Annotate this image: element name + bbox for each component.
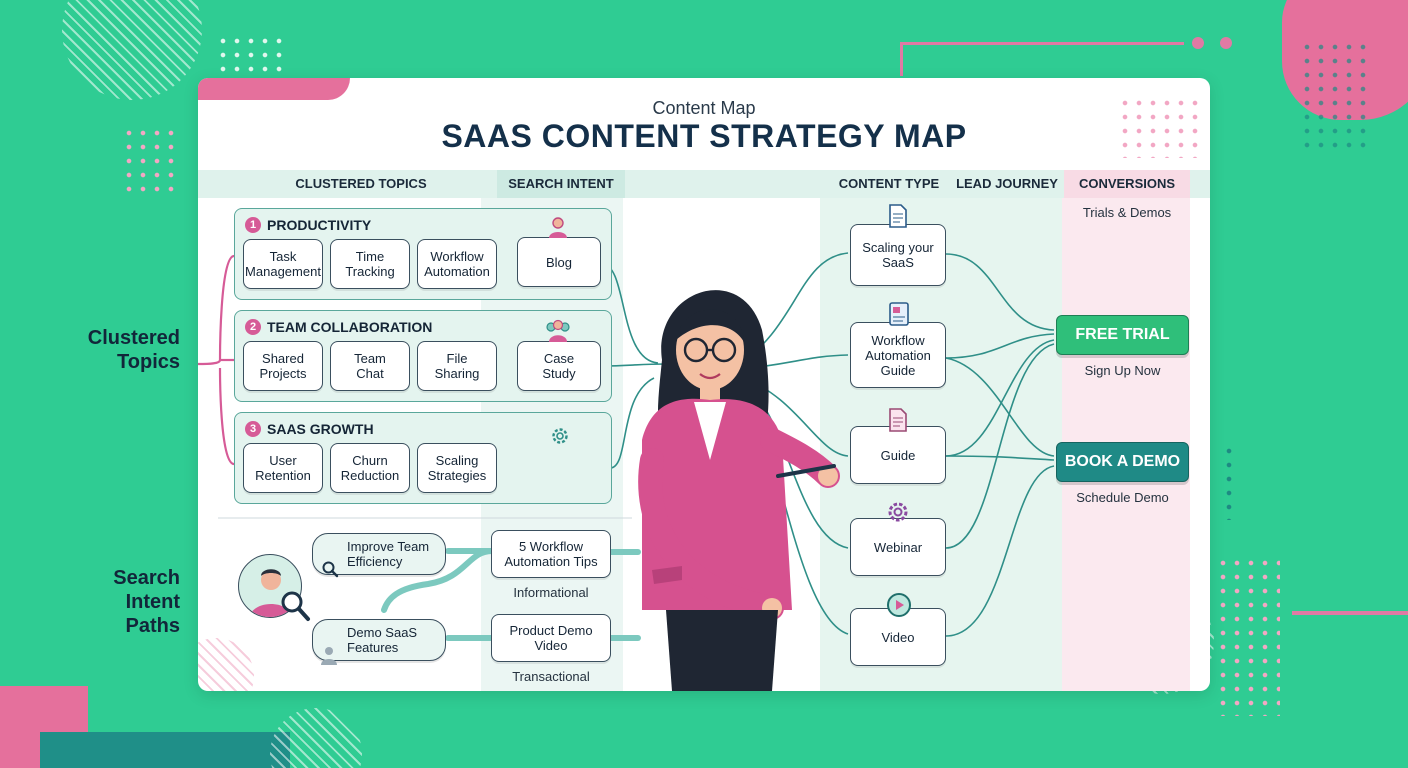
topic-file-sharing[interactable]: File Sharing (417, 341, 497, 391)
cluster-bracket-bottom (218, 367, 235, 466)
connector-lead-4 (945, 455, 1055, 461)
search-query-improve-team-efficiency[interactable]: Improve Team Efficiency (312, 533, 446, 578)
column-header-clustered-topics: CLUSTERED TOPICS (295, 176, 427, 191)
pink-line-decoration (1292, 611, 1408, 615)
search-query-demo-saas-features[interactable]: Demo SaaS Features (312, 619, 446, 665)
document-icon (888, 204, 908, 228)
magnifier-icon (278, 588, 312, 624)
book-demo-caption: Schedule Demo (1076, 490, 1169, 505)
cluster-title-label: PRODUCTIVITY (267, 217, 372, 233)
topic-churn-reduction[interactable]: Churn Reduction (330, 443, 410, 493)
free-trial-caption: Sign Up Now (1084, 363, 1161, 378)
document-icon (888, 408, 908, 432)
conversions-header-band (1064, 170, 1190, 198)
connector-lead-3 (945, 339, 1055, 457)
column-header-search-intent: SEARCH INTENT (497, 170, 625, 198)
dot-column-decoration (1222, 444, 1236, 520)
connector-lead-2 (945, 333, 1055, 359)
intent-caption-transactional: Transactional (512, 669, 590, 684)
cluster-title: 1 PRODUCTIVITY (245, 217, 371, 233)
search-intent-paths-side-label: Search Intent Paths (113, 567, 180, 637)
content-scaling-your-saas[interactable]: Scaling your SaaS (850, 224, 946, 286)
column-header-content-type: CONTENT TYPE (838, 176, 940, 191)
connector-lead-5 (945, 343, 1055, 549)
striped-circle-decoration (62, 0, 202, 100)
connection-lines (198, 252, 1055, 641)
strategy-map-panel: Content Map SAAS CONTENT STRATEGY MAP CL… (198, 78, 1210, 691)
play-icon (886, 592, 912, 618)
team-icon (543, 319, 573, 343)
dot-decoration (1192, 37, 1204, 49)
free-trial-button[interactable]: FREE TRIAL (1056, 315, 1189, 355)
topic-workflow-automation[interactable]: Workflow Automation (417, 239, 497, 289)
dot-grid-decoration (1216, 556, 1280, 716)
cluster-title-label: SAAS GROWTH (267, 421, 374, 437)
user-icon (319, 630, 339, 665)
topic-user-retention[interactable]: User Retention (243, 443, 323, 493)
topic-shared-projects[interactable]: Shared Projects (243, 341, 323, 391)
striped-circle-decoration (270, 708, 362, 768)
user-icon (547, 217, 569, 239)
pink-corner-decoration (198, 78, 350, 100)
intent-caption-informational: Informational (513, 585, 589, 600)
content-workflow-automation-guide[interactable]: Workflow Automation Guide (850, 322, 946, 388)
column-header-bar (198, 170, 1210, 198)
guide-icon (888, 302, 910, 326)
search-icon (321, 545, 339, 578)
conversions-band (1062, 170, 1190, 691)
content-5-workflow-automation-tips[interactable]: 5 Workflow Automation Tips (491, 530, 611, 578)
content-video[interactable]: Video (850, 608, 946, 666)
content-webinar[interactable]: Webinar (850, 518, 946, 576)
topic-task-management[interactable]: Task Management (243, 239, 323, 289)
cluster-team-collaboration: 2 TEAM COLLABORATION Shared Projects Tea… (234, 310, 612, 402)
connector-saas-growth (609, 377, 655, 469)
topic-scaling-strategies[interactable]: Scaling Strategies (417, 443, 497, 493)
search-query-label: Demo SaaS Features (347, 625, 418, 655)
free-trial-label: FREE TRIAL (1075, 326, 1170, 343)
column-header-conversions: CONVERSIONS (1078, 176, 1176, 191)
presenter-illustration (638, 290, 840, 691)
cluster-saas-growth: 3 SAAS GROWTH User Retention Churn Reduc… (234, 412, 612, 504)
connector-lead-1 (945, 253, 1055, 331)
dot-grid-decoration (122, 126, 178, 196)
search-path-loop (381, 548, 495, 613)
content-product-demo-video[interactable]: Product Demo Video (491, 614, 611, 662)
content-guide[interactable]: Guide (850, 426, 946, 484)
cluster-title: 2 TEAM COLLABORATION (245, 319, 432, 335)
conversions-note: Trials & Demos (1082, 205, 1172, 220)
connector-lead-7 (945, 357, 1055, 457)
map-subtitle: Content Map (652, 98, 756, 118)
dot-grid-decoration (1300, 40, 1366, 150)
search-query-label: Improve Team Efficiency (347, 539, 430, 569)
content-blog[interactable]: Blog (517, 237, 601, 287)
column-header-lead-journey: LEAD JOURNEY (956, 176, 1058, 191)
gear-icon (549, 425, 571, 447)
dot-grid-decoration (1118, 96, 1204, 158)
connector-lead-6 (945, 465, 1055, 637)
cluster-number-badge: 3 (245, 421, 261, 437)
topic-team-chat[interactable]: Team Chat (330, 341, 410, 391)
cluster-number-badge: 1 (245, 217, 261, 233)
book-demo-button[interactable]: BOOK A DEMO (1056, 442, 1189, 482)
teal-block-decoration (40, 732, 290, 768)
gear-icon (886, 500, 910, 524)
clustered-topics-side-label: Clustered Topics (87, 327, 180, 373)
cluster-title: 3 SAAS GROWTH (245, 421, 374, 437)
cluster-title-label: TEAM COLLABORATION (267, 319, 433, 335)
dot-decoration (1220, 37, 1232, 49)
topic-time-tracking[interactable]: Time Tracking (330, 239, 410, 289)
content-case-study[interactable]: Case Study (517, 341, 601, 391)
page-title: SAAS CONTENT STRATEGY MAP (441, 118, 967, 154)
corner-line-decoration (900, 42, 1184, 76)
book-demo-label: BOOK A DEMO (1064, 453, 1181, 470)
cluster-number-badge: 2 (245, 319, 261, 335)
cluster-productivity: 1 PRODUCTIVITY Task Management Time Trac… (234, 208, 612, 300)
cluster-bracket-top (198, 254, 235, 366)
